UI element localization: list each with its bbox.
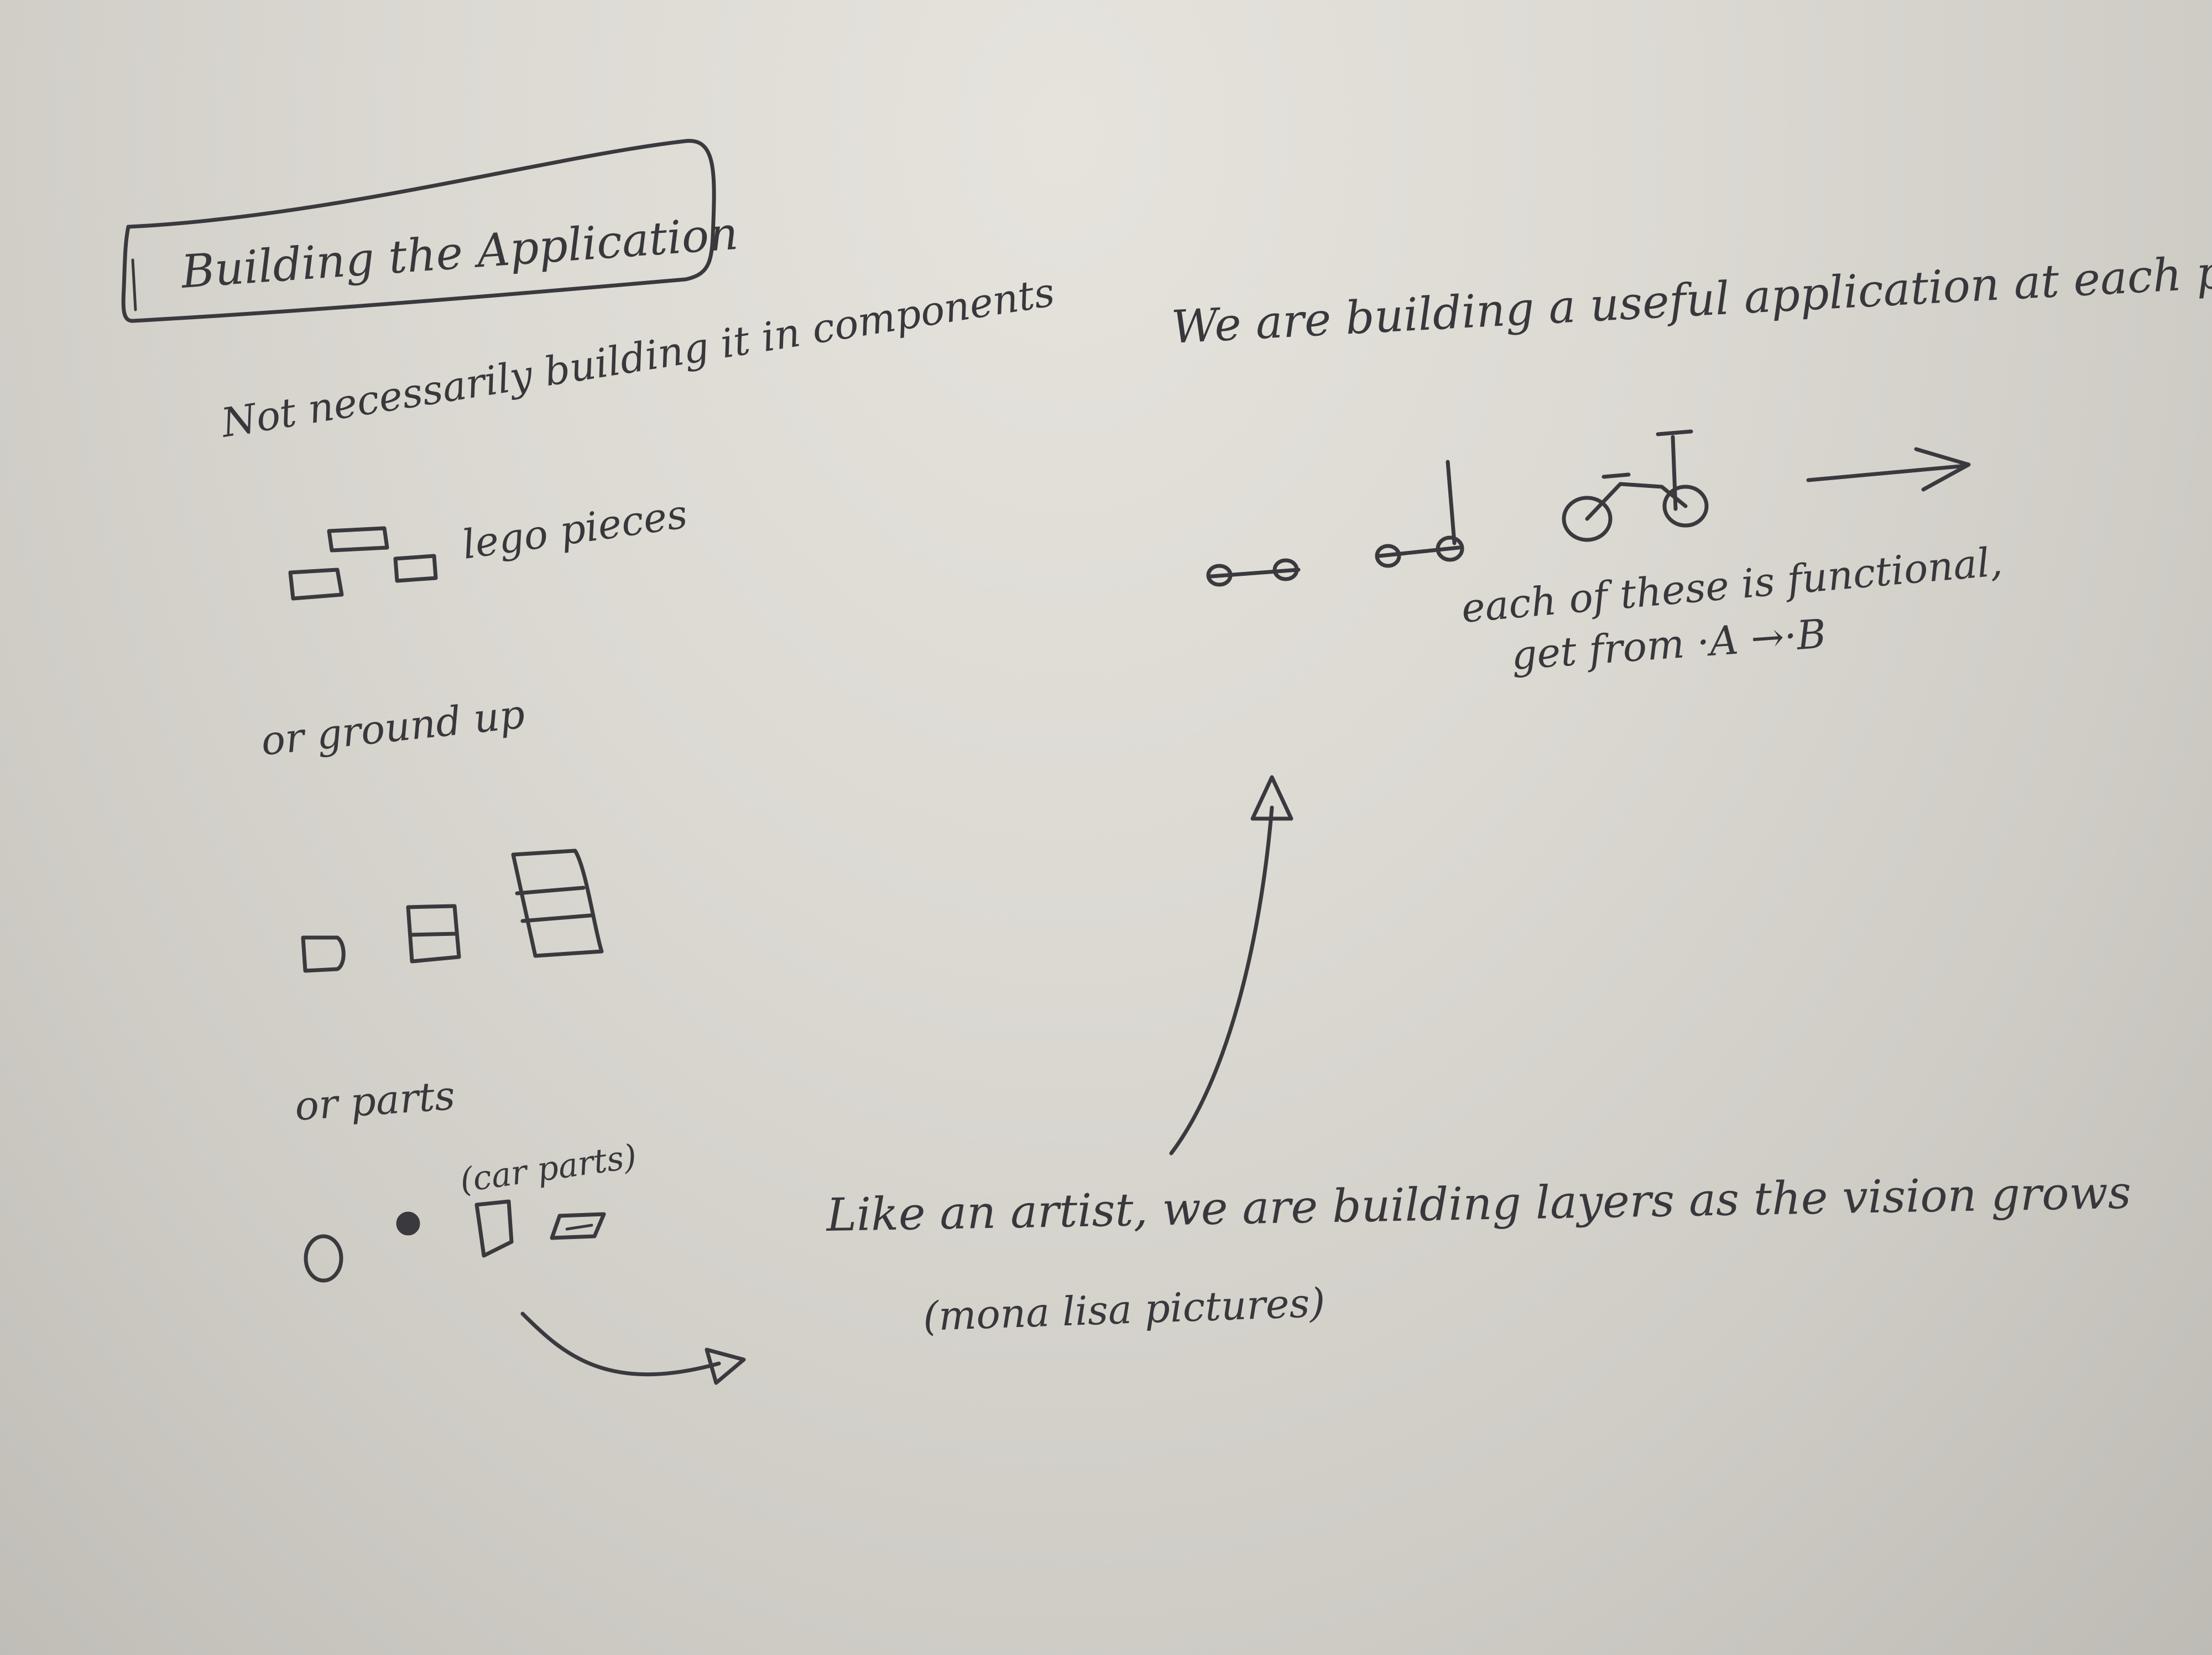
- stacking-blocks-sketch: [301, 849, 604, 973]
- door-icon: [474, 1199, 514, 1258]
- or-parts-label: or parts: [293, 1072, 456, 1130]
- title-text: Building the Application: [179, 207, 740, 299]
- skateboard-icon: [1206, 558, 1301, 587]
- curved-arrow-to-artist: [520, 1311, 746, 1385]
- lego-pieces-sketch: [288, 526, 438, 601]
- title-box: [121, 139, 716, 323]
- mona-lisa-line: (mona lisa pictures): [922, 1279, 1326, 1340]
- bolt-icon: [396, 1211, 420, 1236]
- car-parts-sketch: [304, 1199, 606, 1283]
- upward-arrow: [1169, 775, 1293, 1156]
- license-plate-icon: [550, 1212, 606, 1240]
- scooter-icon: [1375, 460, 1464, 568]
- progression-arrow-icon: [1806, 447, 1971, 492]
- bicycle-icon: [1562, 429, 1709, 542]
- car-parts-label: (car parts): [457, 1137, 639, 1200]
- components-line: Not necessarily building it in component…: [217, 268, 1058, 446]
- wheel-icon: [304, 1234, 343, 1283]
- artist-line: Like an artist, we are building layers a…: [825, 1167, 2132, 1242]
- ground-up-label: or ground up: [259, 690, 527, 764]
- lego-pieces-label: lego pieces: [460, 491, 690, 568]
- useful-application-headline: We are building a useful application at …: [1170, 241, 2212, 354]
